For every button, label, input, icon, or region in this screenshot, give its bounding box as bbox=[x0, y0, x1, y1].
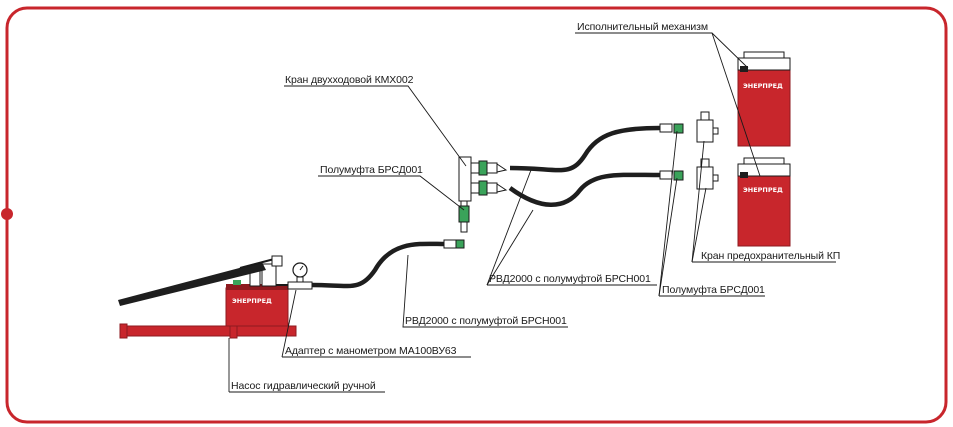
two-way-valve bbox=[458, 156, 508, 202]
actuator-top-brand: ЭНЕРПРЕД bbox=[743, 82, 783, 90]
label-two-way-valve: Кран двухходовой КМХ002 bbox=[285, 74, 414, 86]
actuator-bottom-brand: ЭНЕРПРЕД bbox=[743, 186, 783, 194]
actuator-top: ЭНЕРПРЕД bbox=[737, 51, 791, 147]
leader-lines bbox=[228, 32, 836, 393]
label-hose-middle: РВД2000 с полумуфтой БРСН001 bbox=[405, 315, 567, 327]
diagram-border bbox=[5, 6, 948, 424]
label-coupling-right: Полумуфта БРСД001 bbox=[662, 284, 765, 296]
hose-lower bbox=[508, 170, 673, 207]
actuator-bottom: ЭНЕРПРЕД bbox=[737, 157, 791, 247]
gauge-adapter bbox=[276, 262, 313, 290]
coupling-left bbox=[458, 197, 470, 233]
hand-pump: ЭНЕРПРЕД bbox=[118, 255, 297, 339]
label-safety-valve: Кран предохранительный КП bbox=[701, 250, 841, 262]
label-hose-right: РВД2000 с полумуфтой БРСН001 bbox=[489, 273, 651, 285]
coupling-right bbox=[673, 123, 684, 181]
border-dot bbox=[1, 208, 13, 220]
hose-middle bbox=[311, 239, 465, 289]
hose-upper bbox=[509, 123, 673, 173]
label-gauge-adapter: Адаптер с манометром МА100ВУ63 bbox=[285, 345, 457, 357]
pump-brand-logo: ЭНЕРПРЕД bbox=[232, 297, 272, 305]
label-hand-pump: Насос гидравлический ручной bbox=[231, 380, 376, 392]
label-actuator: Исполнительный механизм bbox=[577, 21, 708, 33]
safety-valve bbox=[696, 111, 719, 190]
label-coupling-left: Полумуфта БРСД001 bbox=[320, 164, 423, 176]
